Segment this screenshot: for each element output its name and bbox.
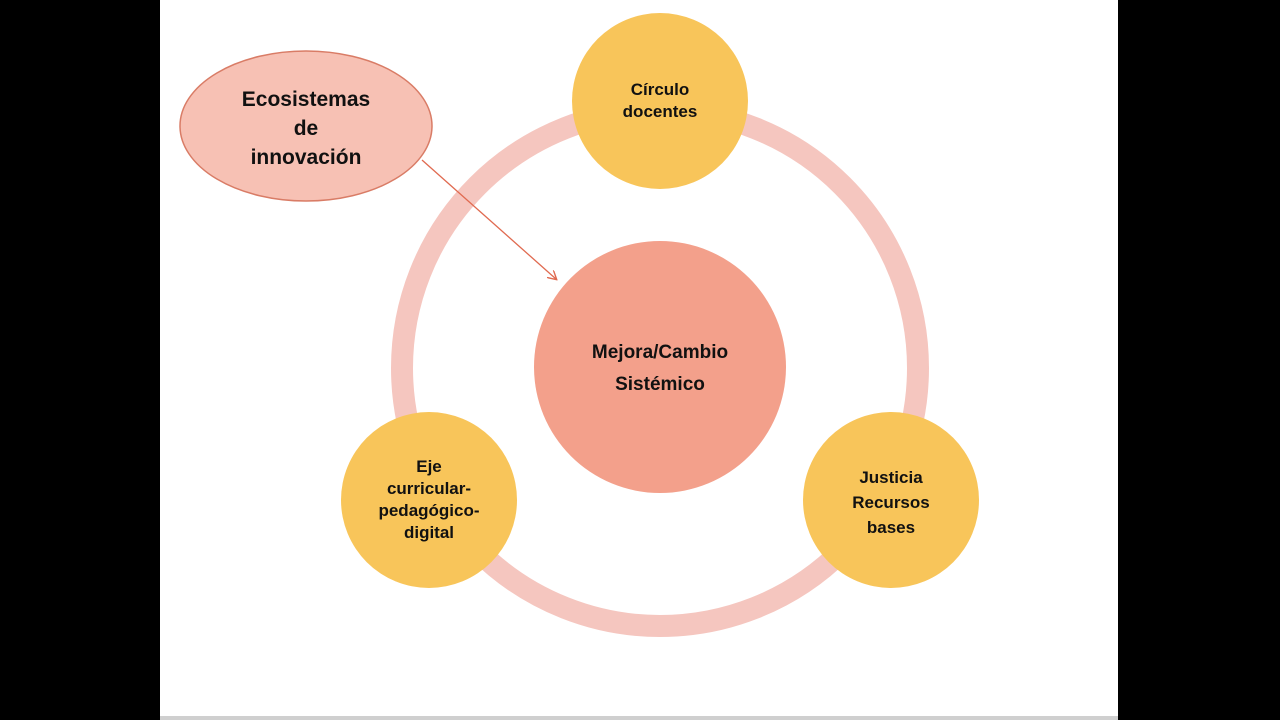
node-circle-right (803, 412, 979, 588)
callout-ellipse (179, 50, 433, 202)
center-line-1: Mejora/Cambio (591, 342, 729, 363)
node-right-line-1: Justicia (859, 467, 923, 487)
node-left-line-3: pedagógico- (378, 501, 480, 520)
slide-bottom-edge (160, 716, 1118, 720)
callout-line-3: innovación (250, 145, 362, 169)
node-top-line-2: docentes (622, 102, 698, 121)
node-label-left: Eje curricular- pedagógico- digital (349, 450, 509, 550)
node-left-line-2: curricular- (386, 479, 472, 498)
node-circle-left (341, 412, 517, 588)
node-top-line-1: Círculo (630, 80, 690, 99)
cycle-diagram (179, 13, 979, 637)
node-label-right: Justicia Recursos bases (811, 462, 971, 542)
callout-line-2: de (293, 116, 319, 140)
callout-line-1: Ecosistemas (241, 87, 371, 111)
center-line-2: Sistémico (615, 374, 705, 395)
center-circle (534, 241, 786, 493)
slide: Círculo docentes Eje curricular- pedagóg… (160, 0, 1118, 716)
node-label-top: Círculo docentes (580, 71, 740, 131)
callout-label: Ecosistemas de innovación (206, 83, 406, 173)
node-left-line-1: Eje (416, 457, 442, 476)
node-left-line-4: digital (403, 523, 455, 542)
node-right-line-3: bases (866, 517, 916, 537)
center-label: Mejora/Cambio Sistémico (540, 336, 780, 402)
callout-arrow (421, 159, 556, 279)
node-circle-top (572, 13, 748, 189)
node-right-line-2: Recursos (852, 492, 930, 512)
